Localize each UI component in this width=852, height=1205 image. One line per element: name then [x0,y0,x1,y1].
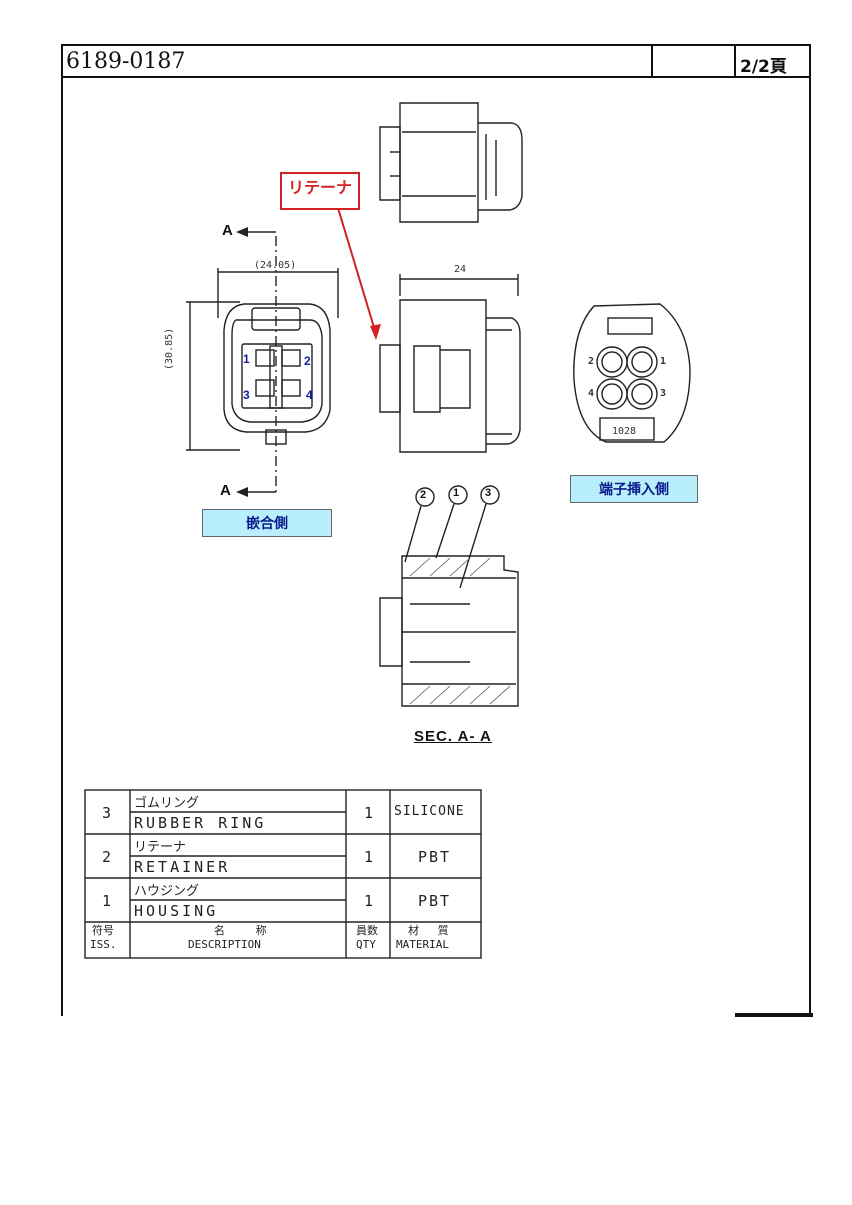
section-view-outline [379,485,519,707]
front-pin-2: 2 [304,354,311,368]
callout-1: 1 [453,487,460,499]
height-front-dimension: (30.85) [164,327,175,370]
side-view-outline [379,274,521,453]
frame-bottom-bar [735,1013,813,1017]
mating-side-label: 嵌合側 [202,509,332,537]
hdr-iss-en: ISS. [90,938,117,951]
rear-pin-1: 1 [660,356,667,367]
rear-view-outline [573,303,691,443]
row1-qty: 1 [364,892,374,910]
row2-name-jp: リテーナ [134,840,187,855]
title-divider-1 [651,44,653,78]
front-pin-4: 4 [306,388,313,402]
title-divider-2 [734,44,736,78]
drawing-frame [61,44,811,1016]
row1-name-jp: ハウジング [134,884,200,899]
row3-name-en: RUBBER RING [134,814,267,832]
section-marker-top: A [222,222,233,239]
width-front-dimension: (24.05) [254,260,297,271]
table-lines [84,789,482,959]
width-side-dimension: 24 [454,264,467,275]
rear-pin-3: 3 [660,388,667,399]
front-pin-1: 1 [243,352,250,366]
part-number: 6189-0187 [66,49,186,74]
row2-iss: 2 [102,848,112,866]
title-row [61,44,811,78]
rear-pin-4: 4 [588,388,595,399]
callout-3: 3 [485,487,492,499]
rear-pin-2: 2 [588,356,595,367]
hdr-qty-jp: 員数 [356,924,378,937]
row1-material: PBT [418,892,452,910]
hdr-desc-en: DESCRIPTION [188,938,261,951]
hdr-mat-jp: 材 質 [408,924,455,937]
terminal-insertion-side-label: 端子挿入側 [570,475,698,503]
hdr-qty-en: QTY [356,938,376,951]
hdr-iss-jp: 符号 [92,924,114,937]
row3-iss: 3 [102,804,112,822]
row2-qty: 1 [364,848,374,866]
retainer-callout: リテーナ [280,172,360,210]
section-marker-bottom: A [220,482,231,499]
row2-name-en: RETAINER [134,858,231,876]
top-view-outline [379,102,523,223]
row3-material: SILICONE [394,804,465,819]
hdr-mat-en: MATERIAL [396,938,449,951]
section-label: SEC. A- A [414,728,492,745]
row3-qty: 1 [364,804,374,822]
callout-2: 2 [420,489,427,501]
front-view-outline [186,268,339,451]
row3-name-jp: ゴムリング [134,796,200,811]
hdr-desc-jp: 名 称 [214,924,279,937]
row1-name-en: HOUSING [134,902,219,920]
page-number: 2/2頁 [740,57,787,77]
row1-iss: 1 [102,892,112,910]
row2-material: PBT [418,848,452,866]
front-pin-3: 3 [243,388,250,402]
rear-marking: 1028 [612,426,637,437]
